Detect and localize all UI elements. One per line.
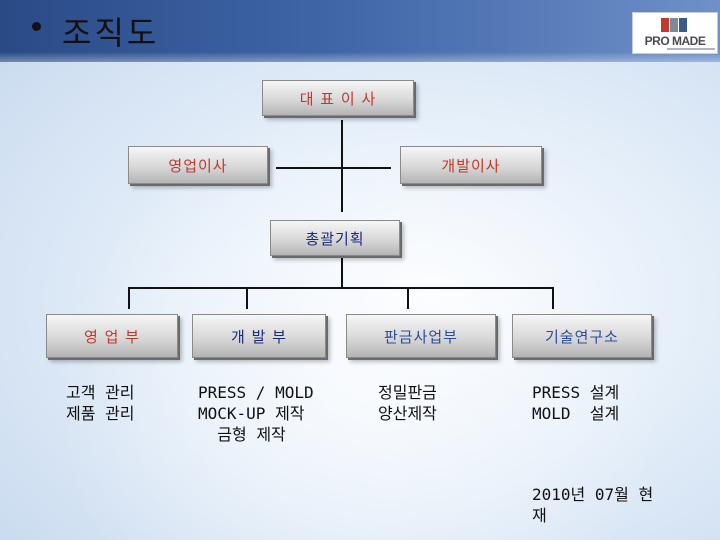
dept-box-sheet-metal: 판금사업부 [346,314,496,358]
background-glow [0,62,720,540]
dept-duties-development: PRESS / MOLD MOCK-UP 제작 금형 제작 [198,383,314,444]
connector-dept1 [128,287,130,309]
bullet-icon [32,22,41,31]
connector-planning-vertical [341,256,343,288]
connector-ceo-vertical [341,120,343,212]
logo-underline [667,48,715,50]
cube-logo-icon [661,18,687,32]
slide-title: 조직도 [62,14,160,52]
as-of-date: 2010년 07월 현 재 [532,485,654,525]
planning-box: 총괄기획 [270,220,400,256]
dept-duties-sales: 고객 관리 제품 관리 [66,383,135,423]
logo-text: PRO MADE [644,34,706,48]
connector-dept2 [246,287,248,309]
ceo-box: 대 표 이 사 [262,80,414,116]
dept-box-development: 개 발 부 [192,314,326,358]
dept-duties-sheet-metal: 정밀판금 양산제작 [378,383,437,423]
header-bar: 조직도 PRO MADE [0,0,720,62]
dept-box-sales: 영 업 부 [46,314,178,358]
connector-dept3 [407,287,409,309]
connector-departments-horizontal [128,287,554,289]
connector-dept4 [552,287,554,309]
connector-directors-horizontal [276,167,391,169]
pro-made-logo: PRO MADE [632,12,718,54]
sales-director-box: 영업이사 [128,146,268,184]
dept-box-research-lab: 기술연구소 [512,314,652,358]
dev-director-box: 개발이사 [400,146,542,184]
dept-duties-research-lab: PRESS 설계 MOLD 설계 [532,383,620,423]
